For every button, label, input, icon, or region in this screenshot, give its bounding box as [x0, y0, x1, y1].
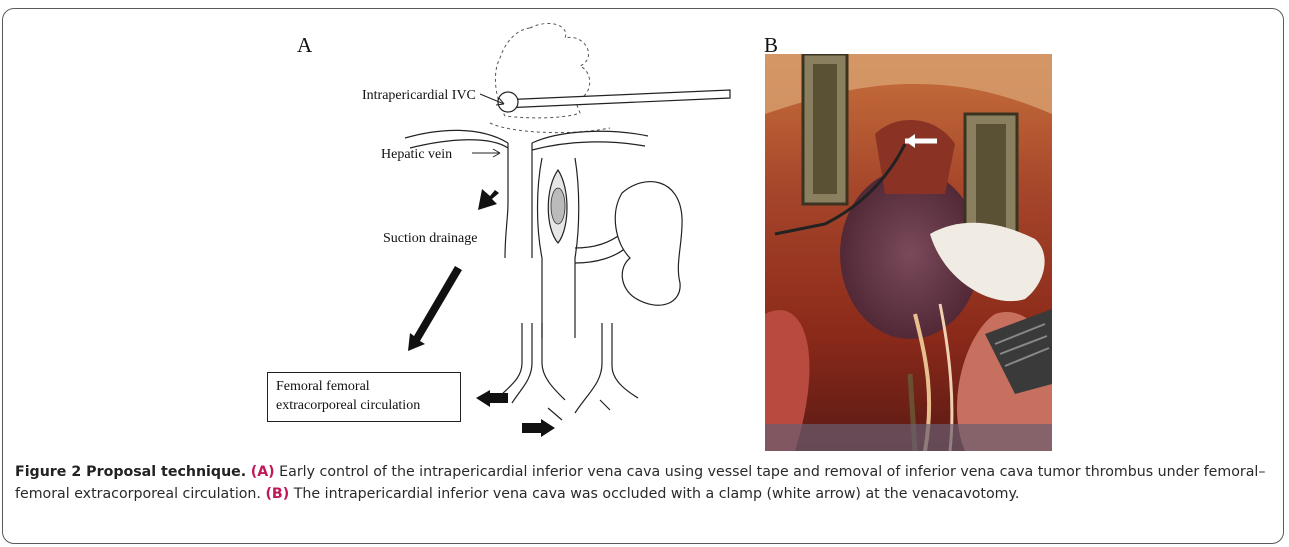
cannula — [548, 400, 610, 420]
surgical-photo — [765, 54, 1052, 451]
ecc-label-box: Femoral femoral extracorporeal circulati… — [267, 372, 461, 422]
hepatic-vein-right-lower — [532, 142, 645, 150]
ivc-left-wall — [505, 143, 508, 258]
label-suction-drainage: Suction drainage — [383, 231, 477, 246]
iliac-mid — [542, 323, 565, 400]
iliac-mid-2 — [575, 323, 602, 413]
drainage-arrow-large — [408, 266, 462, 351]
ecc-label-line2: extracorporeal circulation — [276, 396, 452, 415]
ecc-arrow-right — [522, 419, 555, 437]
ivc-outer-left — [538, 158, 543, 338]
vessel-tape — [500, 90, 730, 108]
ivc-loop — [498, 92, 518, 112]
hepatic-vein-left — [405, 130, 508, 143]
kidney — [615, 182, 682, 306]
drainage-arrow-small — [478, 189, 499, 210]
label-intrapericardial-ivc: Intrapericardial IVC — [362, 88, 476, 103]
iliac-right — [612, 323, 638, 398]
caption-part-b-marker: (B) — [265, 486, 289, 502]
tumor-thrombus — [551, 188, 565, 224]
caption-figure-label: Figure 2 Proposal technique. — [15, 464, 246, 480]
iliac-left — [500, 323, 522, 396]
caption-part-b-text: The intrapericardial inferior vena cava … — [289, 486, 1019, 502]
ecc-label-line1: Femoral femoral — [276, 377, 452, 396]
caption-part-a-marker: (A) — [251, 464, 275, 480]
label-hepatic-vein: Hepatic vein — [381, 147, 452, 162]
figure-caption: Figure 2 Proposal technique. (A) Early c… — [15, 461, 1270, 505]
